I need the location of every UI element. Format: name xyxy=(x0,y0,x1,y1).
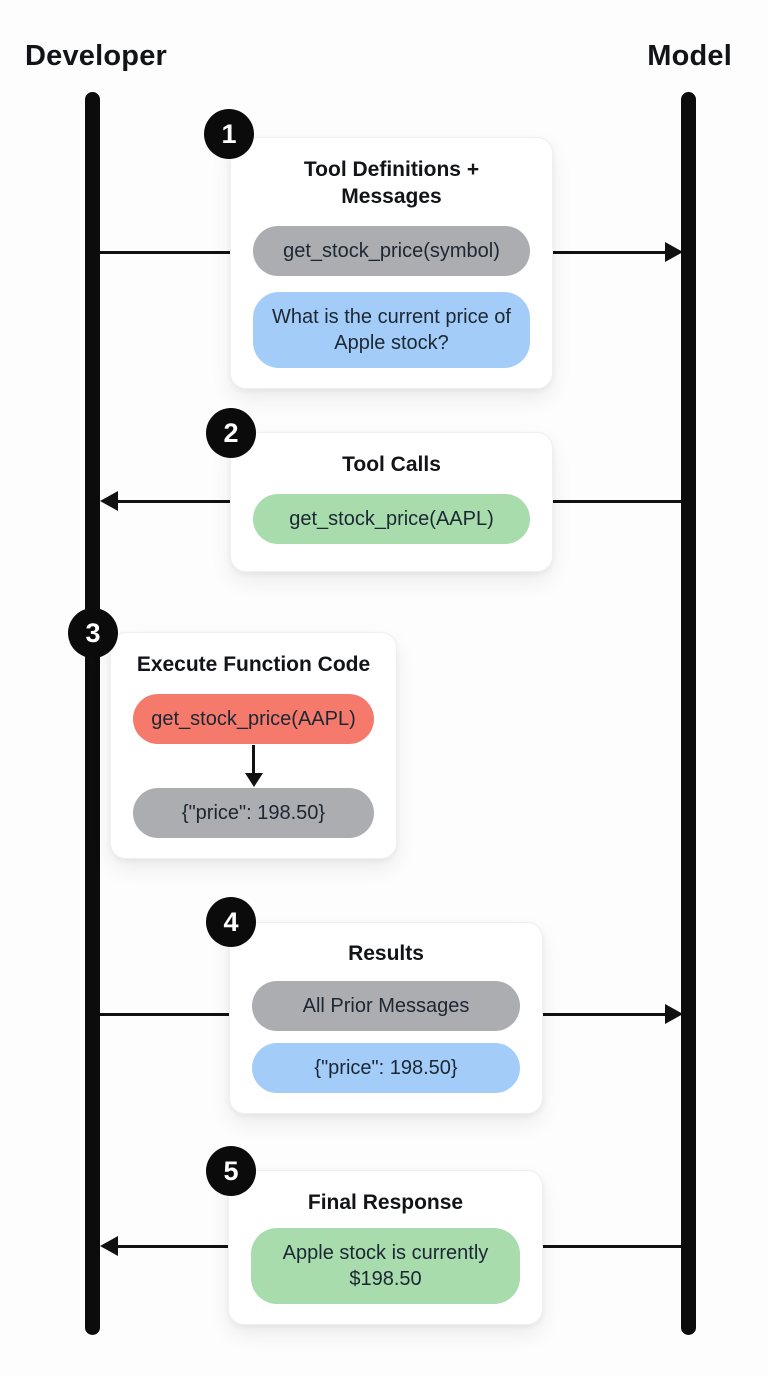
actor-label-developer: Developer xyxy=(25,40,168,72)
card-tool-definitions-messages: Tool Definitions + Messages get_stock_pr… xyxy=(230,137,553,389)
pill-assistant-response: Apple stock is currently $198.50 xyxy=(251,1228,520,1304)
card-title: Tool Definitions + Messages xyxy=(303,158,480,208)
step-badge-3: 3 xyxy=(68,608,118,658)
arrowhead-right-icon xyxy=(665,1004,683,1024)
card-title: Tool Calls xyxy=(342,453,441,476)
card-execute-function-code: Execute Function Code get_stock_price(AA… xyxy=(110,632,397,859)
step-badge-5: 5 xyxy=(206,1146,256,1196)
card-title: Final Response xyxy=(307,1191,464,1214)
pill-function-result: {"price": 198.50} xyxy=(133,788,374,838)
pill-function-call: get_stock_price(AAPL) xyxy=(133,694,374,744)
down-arrow-stem xyxy=(252,745,255,773)
down-arrow-icon xyxy=(133,744,374,788)
step-badge-4: 4 xyxy=(206,897,256,947)
card-title: Results xyxy=(348,942,424,965)
down-arrow-tip xyxy=(244,773,263,787)
arrowhead-right-icon xyxy=(665,242,683,262)
arrowhead-left-icon xyxy=(100,1236,118,1256)
card-tool-calls: Tool Calls get_stock_price(AAPL) xyxy=(230,432,553,572)
pill-tool-call: get_stock_price(AAPL) xyxy=(253,494,530,544)
pill-tool-result: {"price": 198.50} xyxy=(252,1043,520,1093)
pill-prior-messages: All Prior Messages xyxy=(252,981,520,1031)
step-badge-1: 1 xyxy=(204,109,254,159)
card-results: Results All Prior Messages {"price": 198… xyxy=(229,922,543,1114)
step-badge-2: 2 xyxy=(206,408,256,458)
arrowhead-left-icon xyxy=(100,491,118,511)
lifeline-developer xyxy=(85,92,100,1335)
lifeline-model xyxy=(681,92,696,1335)
pill-tool-definition: get_stock_price(symbol) xyxy=(253,226,530,276)
card-title: Execute Function Code xyxy=(136,653,371,676)
actor-label-model: Model xyxy=(647,40,732,72)
card-final-response: Final Response Apple stock is currently … xyxy=(228,1170,543,1325)
pill-user-message: What is the current price of Apple stock… xyxy=(253,292,530,368)
